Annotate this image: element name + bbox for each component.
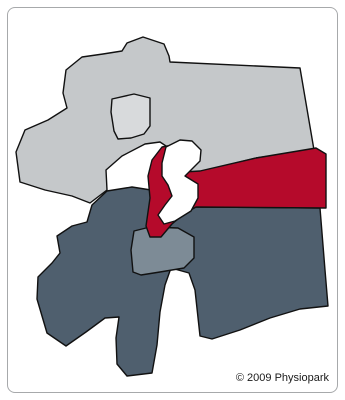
copyright-notice: © 2009 Physiopark <box>236 372 329 384</box>
upper-facet-joint <box>111 94 150 139</box>
